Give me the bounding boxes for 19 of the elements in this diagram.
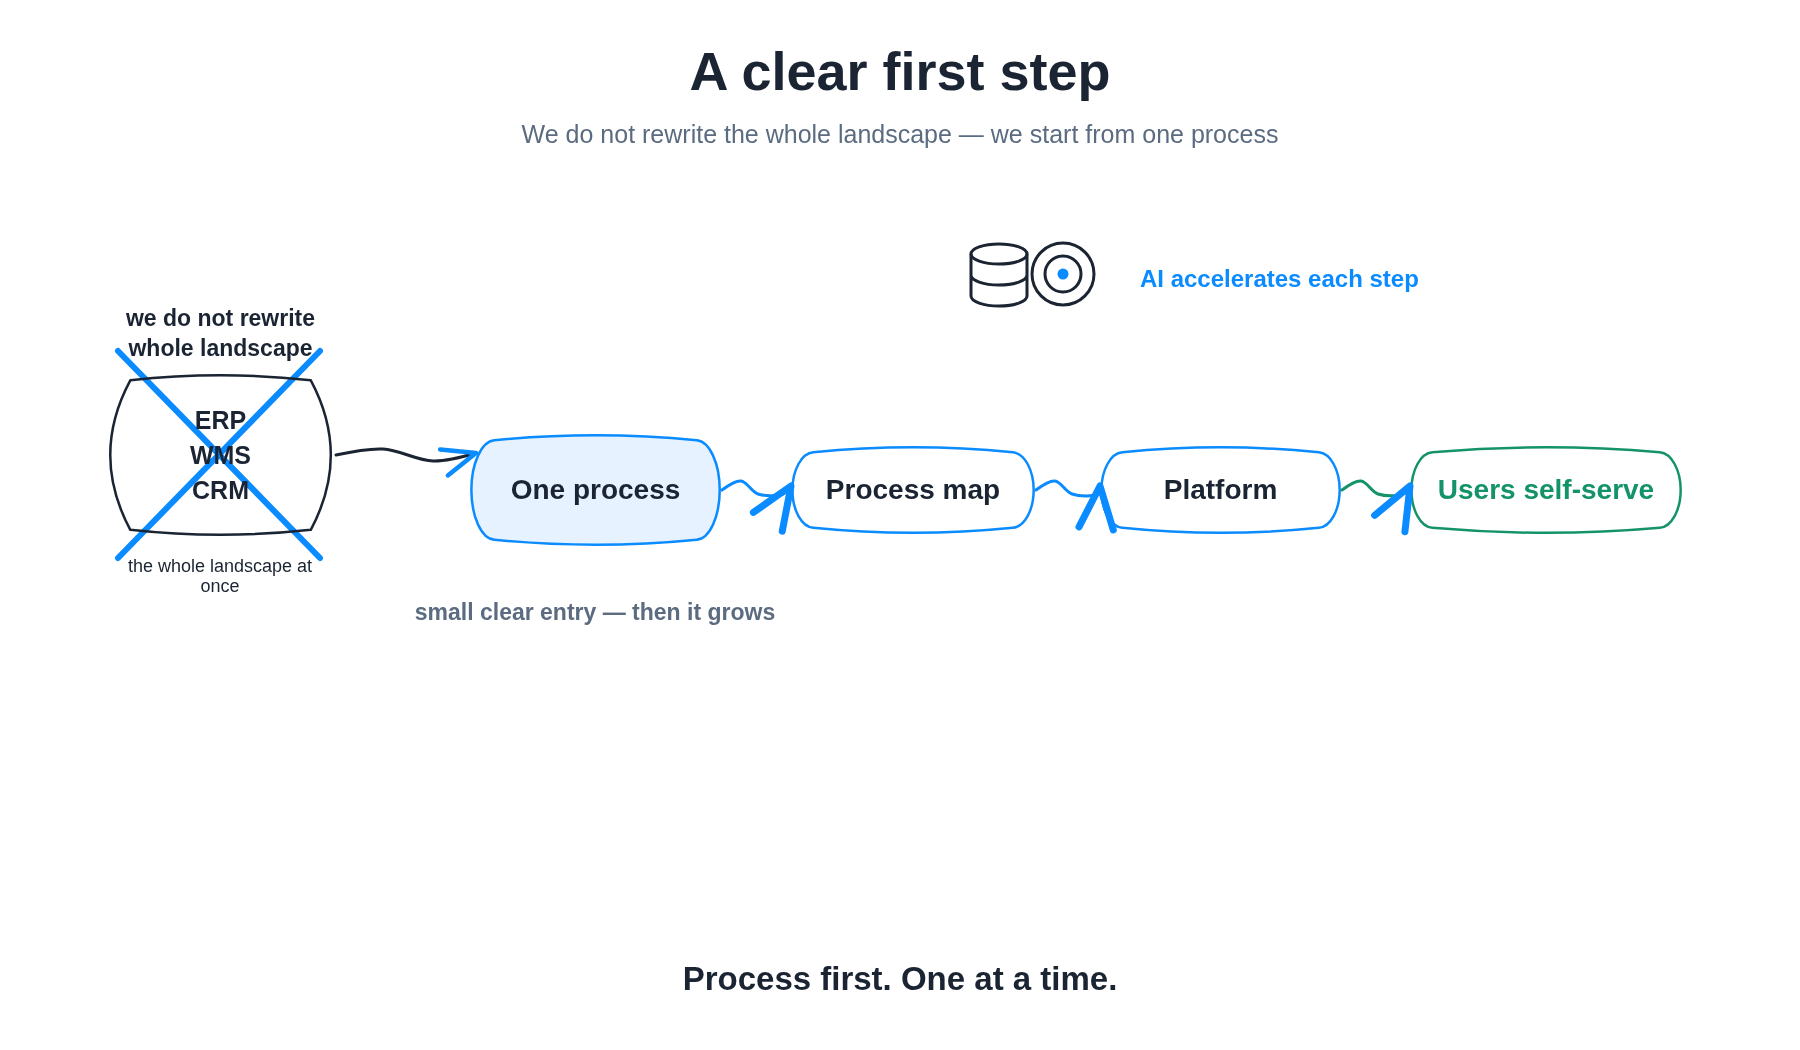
arrow [1340,479,1414,536]
arrow [720,479,795,535]
subtitle: We do not rewrite the whole landscape — we start from one process [521,119,1279,149]
process-box [1099,446,1342,534]
goal-box [1409,446,1683,534]
title: A clear first step [689,40,1111,103]
arrow [334,447,479,478]
process-box [469,434,722,546]
node-caption: small clear entry — then it grows [414,598,776,626]
node-caption: the whole landscape at once [126,556,314,596]
node-label: One process [510,473,681,507]
caption: Process first. One at a time. [682,959,1118,999]
heading: we do not rewrite whole landscape [124,304,317,363]
node-label: Users self-serve [1437,473,1655,507]
arrow [1034,479,1117,534]
process-box [790,446,1036,534]
node-label: Platform [1163,473,1278,507]
node-label: Process map [825,473,1001,507]
note-text: AI accelerates each step [1140,264,1419,293]
